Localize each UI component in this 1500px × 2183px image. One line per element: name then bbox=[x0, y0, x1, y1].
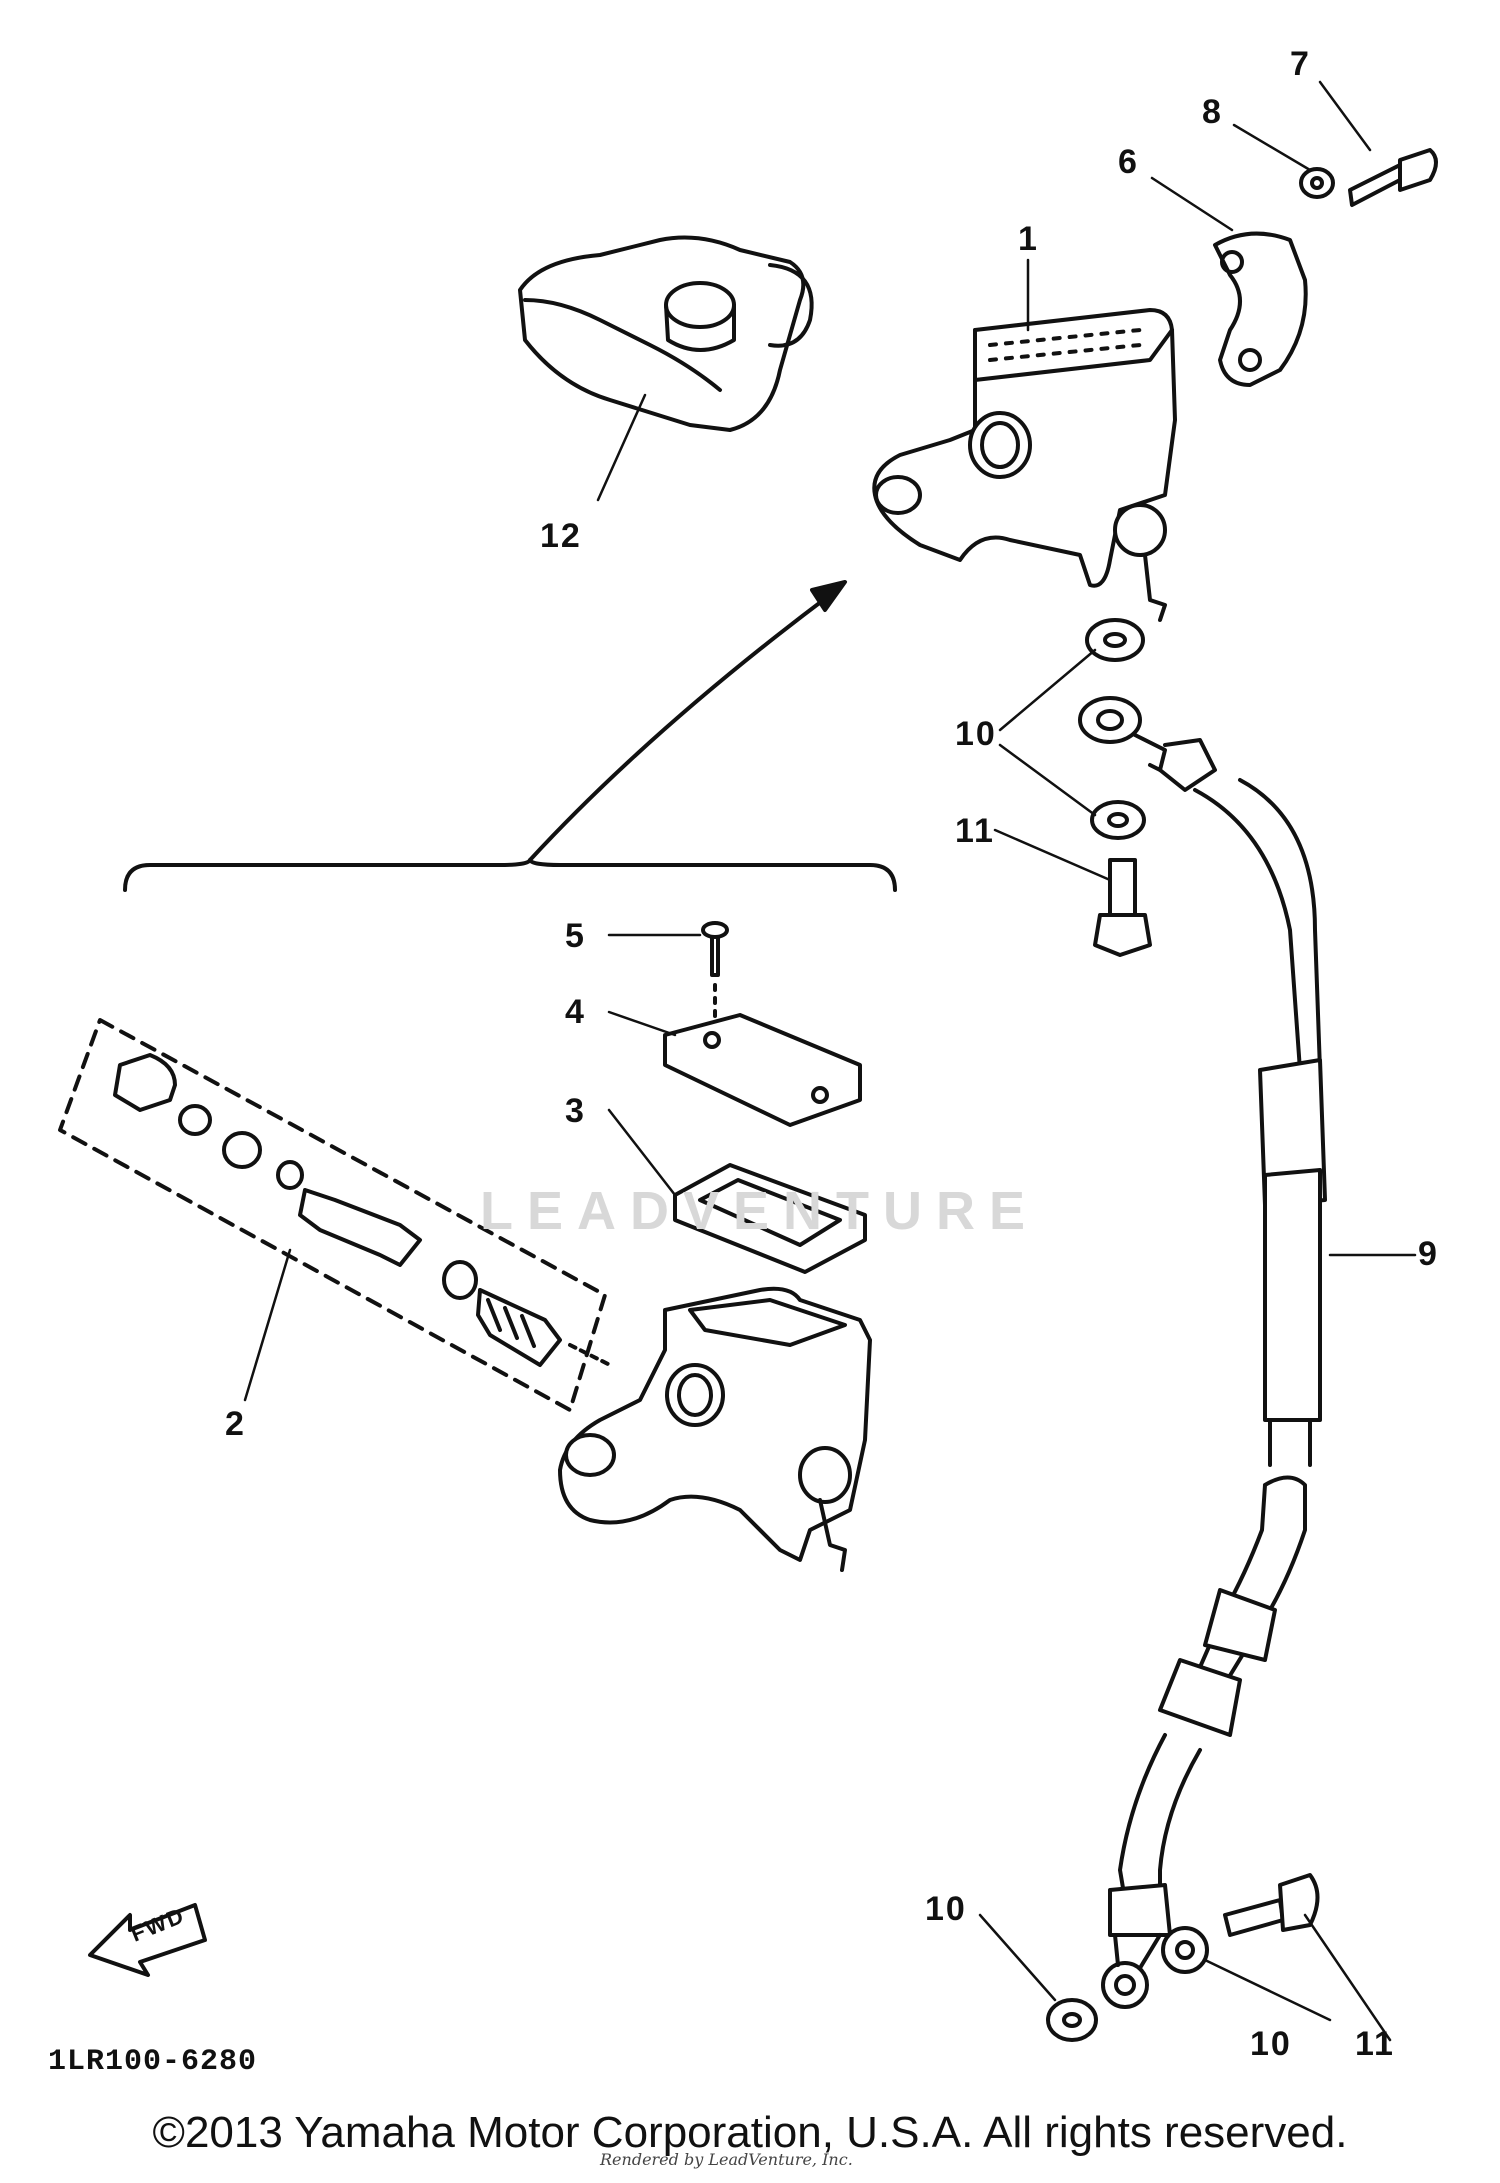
callout-6: 6 bbox=[1118, 143, 1139, 181]
diagram-code: 1LR100-6280 bbox=[48, 2045, 258, 2079]
part-10-washer-upper-1 bbox=[1085, 618, 1145, 662]
callout-11a: 11 bbox=[955, 812, 995, 850]
part-2-piston-kit bbox=[58, 1018, 612, 1412]
part-8-washer bbox=[1299, 167, 1335, 199]
callout-8: 8 bbox=[1202, 93, 1223, 131]
part-8-washer-hole bbox=[1310, 176, 1324, 190]
part-10-washer-lower-1 bbox=[1046, 1998, 1098, 2042]
callout-12: 12 bbox=[540, 517, 582, 555]
callout-2: 2 bbox=[225, 1405, 246, 1443]
part-6-clamp bbox=[1213, 231, 1308, 387]
part-11-union-bolt-lower bbox=[1223, 1873, 1320, 1937]
render-credit: Rendered by LeadVenture, Inc. bbox=[600, 2150, 853, 2169]
callout-4: 4 bbox=[565, 993, 586, 1031]
leader-lines bbox=[243, 80, 1417, 2042]
part-5-screw bbox=[701, 921, 729, 977]
callout-9: 9 bbox=[1418, 1235, 1439, 1273]
callout-10a: 10 bbox=[955, 715, 997, 753]
part-4-cap bbox=[663, 1013, 862, 1127]
callout-1: 1 bbox=[1018, 220, 1039, 258]
part-12-cover bbox=[518, 235, 814, 432]
part-7-bolt bbox=[1348, 148, 1438, 207]
callout-7: 7 bbox=[1290, 45, 1311, 83]
assembly-arrowhead bbox=[810, 580, 847, 612]
part-10-washer-lower-2 bbox=[1161, 1926, 1209, 1974]
part-10-washer-upper-2 bbox=[1090, 800, 1146, 840]
callout-5: 5 bbox=[565, 917, 586, 955]
subassembly-bracket bbox=[123, 858, 897, 892]
part-11-union-bolt-upper bbox=[1093, 858, 1152, 957]
master-cylinder-body bbox=[558, 1286, 872, 1572]
copyright-notice: ©2013 Yamaha Motor Corporation, U.S.A. A… bbox=[152, 2108, 1348, 2157]
watermark: LEADVENTURE bbox=[480, 1181, 1040, 1241]
callout-10b: 10 bbox=[925, 1890, 967, 1928]
part-1-master-cylinder bbox=[872, 308, 1177, 622]
callout-11b: 11 bbox=[1355, 2025, 1395, 2063]
callout-3: 3 bbox=[565, 1092, 586, 1130]
fwd-arrow-icon bbox=[88, 1903, 207, 1977]
callout-10c: 10 bbox=[1250, 2025, 1292, 2063]
assembly-arrow bbox=[528, 593, 832, 862]
part-9-brake-hose bbox=[1078, 696, 1327, 2009]
part-3-diaphragm bbox=[673, 1163, 867, 1274]
